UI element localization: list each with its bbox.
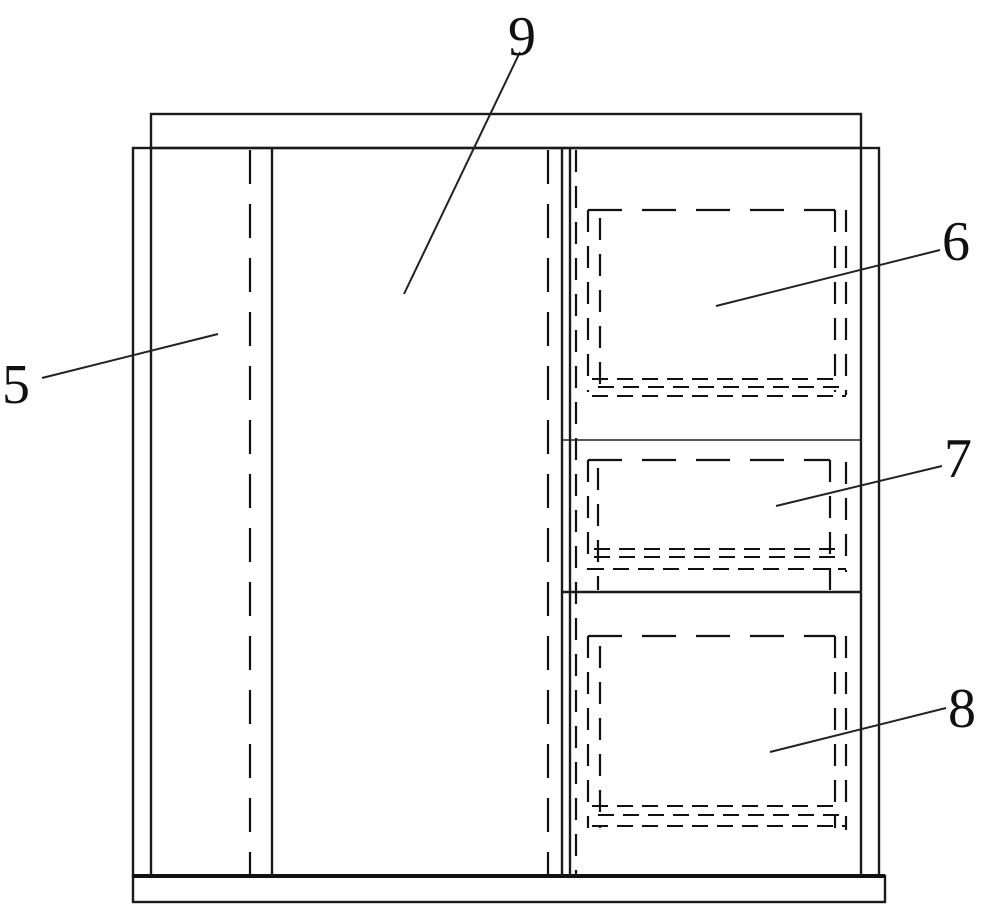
label-part-8: 8 <box>948 678 976 740</box>
drawer-part-6 <box>588 210 846 396</box>
center-partition <box>548 148 576 876</box>
label-part-5: 5 <box>2 354 30 416</box>
leader-line-8 <box>770 708 946 752</box>
label-part-6: 6 <box>942 211 970 273</box>
leader-line-6 <box>716 250 940 306</box>
leader-line-9 <box>404 52 520 294</box>
top-panel <box>151 114 861 148</box>
leader-lines <box>42 52 946 752</box>
label-part-7: 7 <box>944 428 972 490</box>
leader-line-5 <box>42 334 218 378</box>
cabinet-frame <box>133 114 885 902</box>
drawer-part-7 <box>588 460 846 590</box>
leader-line-7 <box>776 466 942 506</box>
cabinet-body <box>133 148 879 876</box>
base-plinth <box>133 876 885 902</box>
drawer-part-8 <box>588 636 846 830</box>
label-part-9: 9 <box>508 6 536 68</box>
left-column-part-5 <box>250 148 272 876</box>
